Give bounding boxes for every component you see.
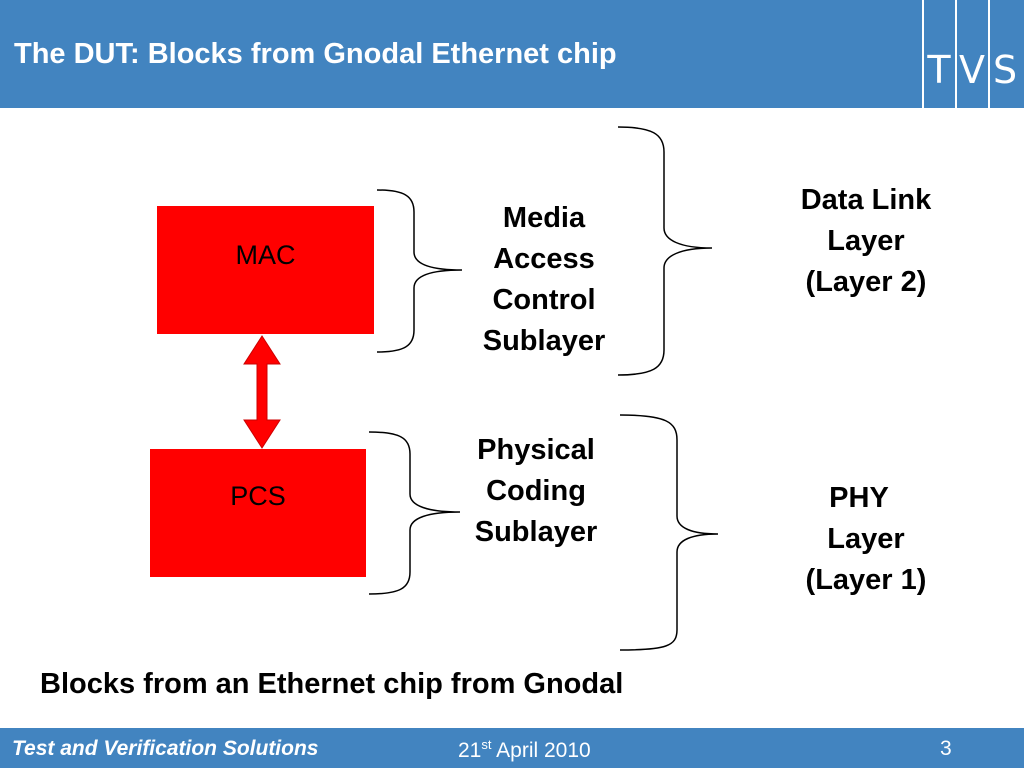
- mac-block-label: MAC: [235, 240, 296, 270]
- label-line: Layer: [827, 523, 905, 555]
- label-line: Physical: [477, 434, 595, 466]
- label-line: Data Link: [800, 184, 932, 216]
- label-line: Layer: [827, 225, 905, 257]
- logo-divider: [955, 0, 957, 108]
- bracket-phy-layer: [619, 414, 719, 651]
- label-line: Coding: [486, 475, 586, 507]
- pcs-block-label: PCS: [230, 481, 286, 511]
- double-arrow: [243, 335, 281, 449]
- mac-block: MAC: [157, 206, 374, 334]
- label-line: Sublayer: [482, 325, 606, 357]
- label-line: PHY: [829, 482, 889, 514]
- tvs-logo: T V S: [922, 0, 1024, 108]
- label-line: Control: [492, 284, 596, 316]
- label-line: Media: [502, 202, 586, 234]
- label-line: (Layer 1): [805, 564, 927, 596]
- label-line: Access: [493, 243, 595, 275]
- slide-title: The DUT: Blocks from Gnodal Ethernet chi…: [14, 38, 617, 70]
- logo-divider: [988, 0, 990, 108]
- bracket-data-link-layer: [617, 126, 713, 376]
- footer-page-number: 3: [940, 737, 952, 760]
- footer-date-suffix: st: [481, 737, 492, 752]
- mac-sublayer-label: Media Access Control Sublayer: [464, 198, 624, 362]
- logo-letter-v: V: [959, 48, 985, 92]
- label-line: Sublayer: [474, 516, 598, 548]
- bracket-pcs-sublayer: [368, 431, 461, 595]
- slide-header: The DUT: Blocks from Gnodal Ethernet chi…: [0, 0, 1024, 108]
- pcs-block: PCS: [150, 449, 366, 577]
- logo-divider: [922, 0, 924, 108]
- pcs-sublayer-label: Physical Coding Sublayer: [456, 430, 616, 553]
- footer-date-rest: April 2010: [491, 739, 591, 762]
- diagram-caption: Blocks from an Ethernet chip from Gnodal: [40, 668, 624, 700]
- phy-layer-label: PHY Layer (Layer 1): [776, 478, 956, 601]
- label-line: (Layer 2): [805, 266, 927, 298]
- footer-date-day: 21: [458, 739, 482, 762]
- footer-date: 21st April 2010: [458, 737, 591, 763]
- bracket-mac-sublayer: [376, 189, 463, 353]
- data-link-layer-label: Data Link Layer (Layer 2): [776, 180, 956, 303]
- logo-letter-t: T: [927, 48, 951, 92]
- slide-footer: Test and Verification Solutions 21st Apr…: [0, 728, 1024, 768]
- logo-letter-s: S: [992, 48, 1018, 92]
- footer-company: Test and Verification Solutions: [12, 737, 319, 760]
